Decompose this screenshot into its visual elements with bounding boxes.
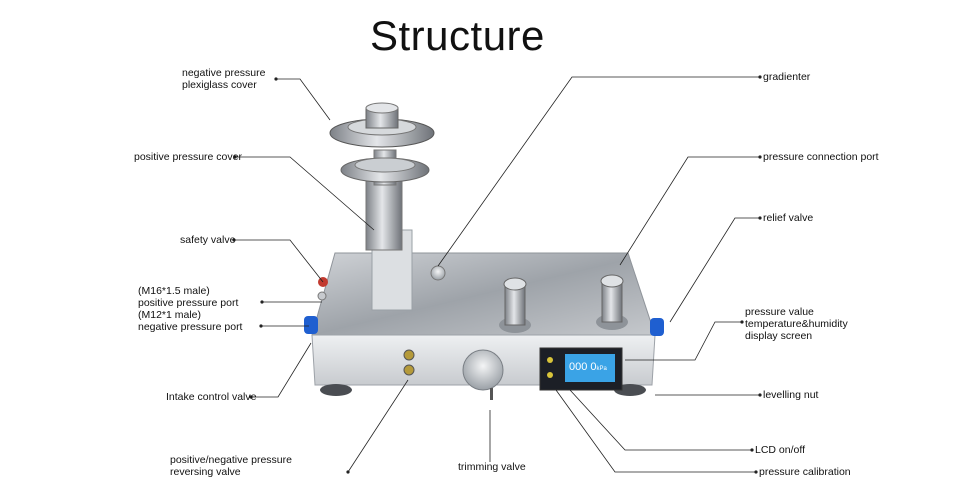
label-m16: (M16*1.5 male) xyxy=(138,285,210,297)
label-calibration: pressure calibration xyxy=(759,466,851,478)
label-lcd-onoff: LCD on/off xyxy=(755,444,806,456)
valve-towers xyxy=(499,274,628,333)
pressure-column xyxy=(329,102,435,311)
label-trimming-valve: trimming valve xyxy=(458,461,526,473)
lcd-reading: 000 0kPa xyxy=(569,361,607,373)
label-m12: (M12*1 male) xyxy=(138,309,202,321)
label-relief-valve: relief valve xyxy=(763,212,814,224)
gradienter-icon xyxy=(430,265,446,281)
label-safety-valve: safety valve xyxy=(180,234,236,246)
leader-dots xyxy=(232,75,762,474)
label-positive-cover: positive pressure cover xyxy=(134,151,242,163)
label-connection-port: pressure connection port xyxy=(763,151,879,163)
label-levelling-nut: levelling nut xyxy=(763,389,819,401)
trimming-knob-icon xyxy=(462,349,504,400)
leader-lines xyxy=(234,76,760,473)
label-intake-valve: Intake control valve xyxy=(166,391,257,403)
relief-valve-icon xyxy=(650,318,664,336)
reversing-valve-icon xyxy=(403,349,415,361)
display-panel xyxy=(539,347,623,391)
label-negative-port: negative pressure port xyxy=(138,321,243,333)
negative-port-icon xyxy=(304,316,318,334)
positive-port-icon xyxy=(317,291,327,301)
page-title: Structure xyxy=(370,12,545,59)
label-positive-port: positive pressure port xyxy=(138,297,239,309)
label-gradienter: gradienter xyxy=(763,71,811,83)
